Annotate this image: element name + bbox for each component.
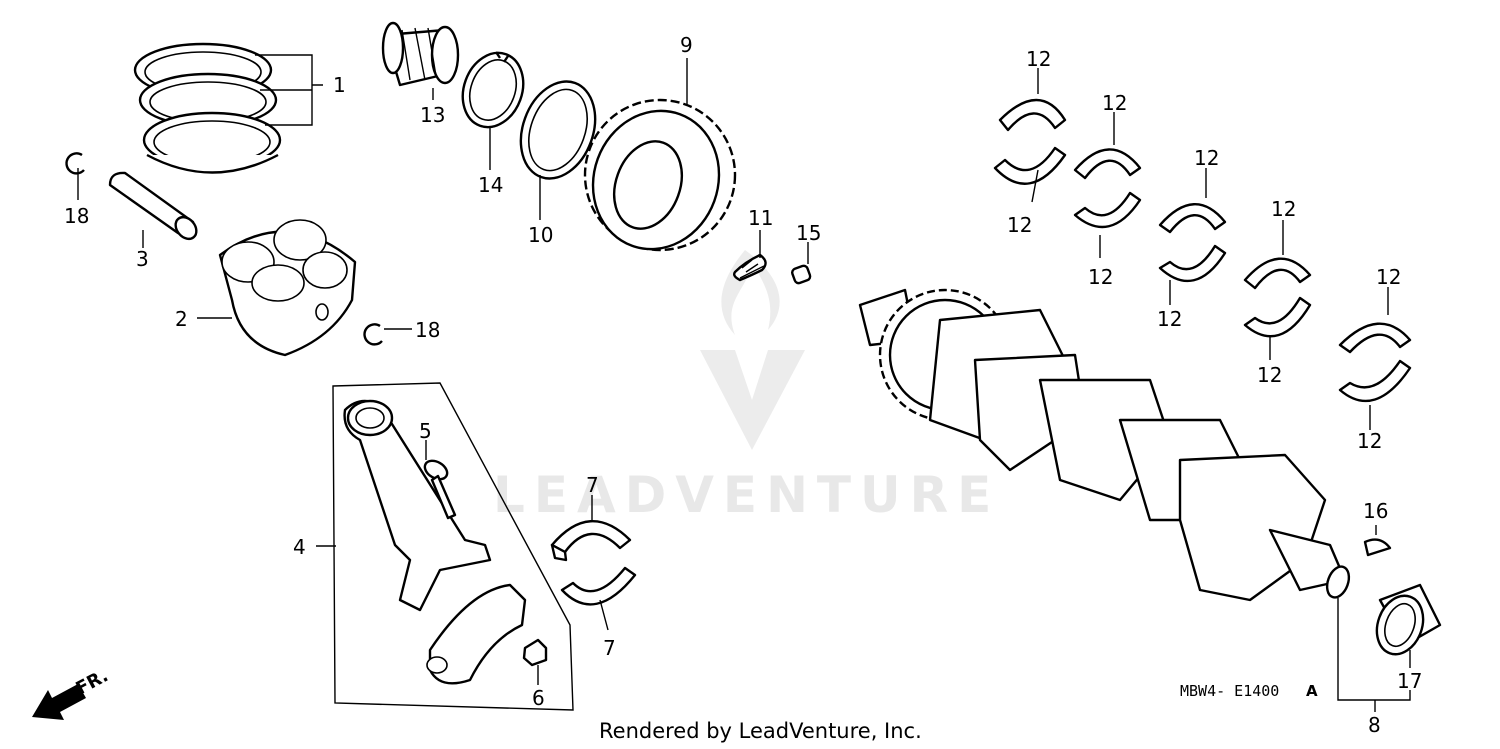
needle-bearing[interactable] <box>381 21 460 87</box>
connecting-rod-cap[interactable] <box>426 583 527 685</box>
callout-12: 12 <box>1257 363 1282 387</box>
crankshaft[interactable] <box>858 288 1353 602</box>
snap-ring[interactable] <box>453 44 533 135</box>
front-direction-arrow: FR. <box>32 665 112 720</box>
watermark-text: LEADVENTURE <box>493 466 1000 524</box>
piston[interactable] <box>218 219 357 357</box>
callout-12: 12 <box>1102 91 1127 115</box>
callout-7-lower: 7 <box>603 636 616 660</box>
callout-10: 10 <box>528 223 553 247</box>
callout-12: 12 <box>1357 429 1382 453</box>
piston-pin[interactable] <box>108 171 201 243</box>
callout-9: 9 <box>680 33 693 57</box>
callout-13: 13 <box>420 103 445 127</box>
connecting-rod-bearing-lower[interactable] <box>560 566 637 606</box>
crankshaft-end-bearing[interactable] <box>1369 583 1442 661</box>
diagram-code-text: MBW4- E1400 <box>1180 682 1279 700</box>
callout-11: 11 <box>748 206 773 230</box>
woodruff-key[interactable] <box>1363 538 1392 557</box>
callout-labels: 1 2 3 4 5 6 7 7 8 9 10 11 15 13 14 16 17… <box>64 33 1422 737</box>
callout-17: 17 <box>1397 669 1422 693</box>
render-credit: Rendered by LeadVenture, Inc. <box>599 719 922 743</box>
callout-12: 12 <box>1194 146 1219 170</box>
piston-rings[interactable] <box>133 42 282 174</box>
callout-12: 12 <box>1376 265 1401 289</box>
callout-5: 5 <box>419 419 432 443</box>
callout-2: 2 <box>175 307 188 331</box>
callout-4: 4 <box>293 535 306 559</box>
callout-12: 12 <box>1007 213 1032 237</box>
leader-lines <box>77 54 1411 712</box>
callout-18-right: 18 <box>415 318 440 342</box>
watermark-logo: LEADVENTURE <box>493 250 1000 524</box>
callout-12: 12 <box>1271 197 1296 221</box>
diagram-code-suffix: A <box>1306 682 1318 700</box>
callout-8: 8 <box>1368 713 1381 737</box>
main-bearings[interactable] <box>993 98 1412 403</box>
connecting-rod-bearing-upper[interactable] <box>550 520 632 562</box>
tensioner-spring[interactable] <box>732 253 767 282</box>
callout-1: 1 <box>333 73 346 97</box>
thrust-washer[interactable] <box>508 71 608 189</box>
connecting-rod-assembly[interactable] <box>332 382 574 711</box>
diagram-code: MBW4- E1400 A <box>1180 682 1318 700</box>
callout-18-left: 18 <box>64 204 89 228</box>
callout-12: 12 <box>1157 307 1182 331</box>
callout-16: 16 <box>1363 499 1388 523</box>
piston-pin-clip-right[interactable] <box>363 323 383 346</box>
callout-7-upper: 7 <box>586 473 599 497</box>
dowel-pin[interactable] <box>791 264 812 285</box>
callout-6: 6 <box>532 686 545 710</box>
callout-12: 12 <box>1088 265 1113 289</box>
callout-15: 15 <box>796 221 821 245</box>
cam-chain-drive-sprocket[interactable] <box>574 93 738 267</box>
connecting-rod-nut[interactable] <box>522 638 548 667</box>
connecting-rod-bolt[interactable] <box>422 457 457 520</box>
piston-pin-clip-top[interactable] <box>65 152 85 175</box>
callout-12: 12 <box>1026 47 1051 71</box>
callout-14: 14 <box>478 173 503 197</box>
callout-3: 3 <box>136 247 149 271</box>
